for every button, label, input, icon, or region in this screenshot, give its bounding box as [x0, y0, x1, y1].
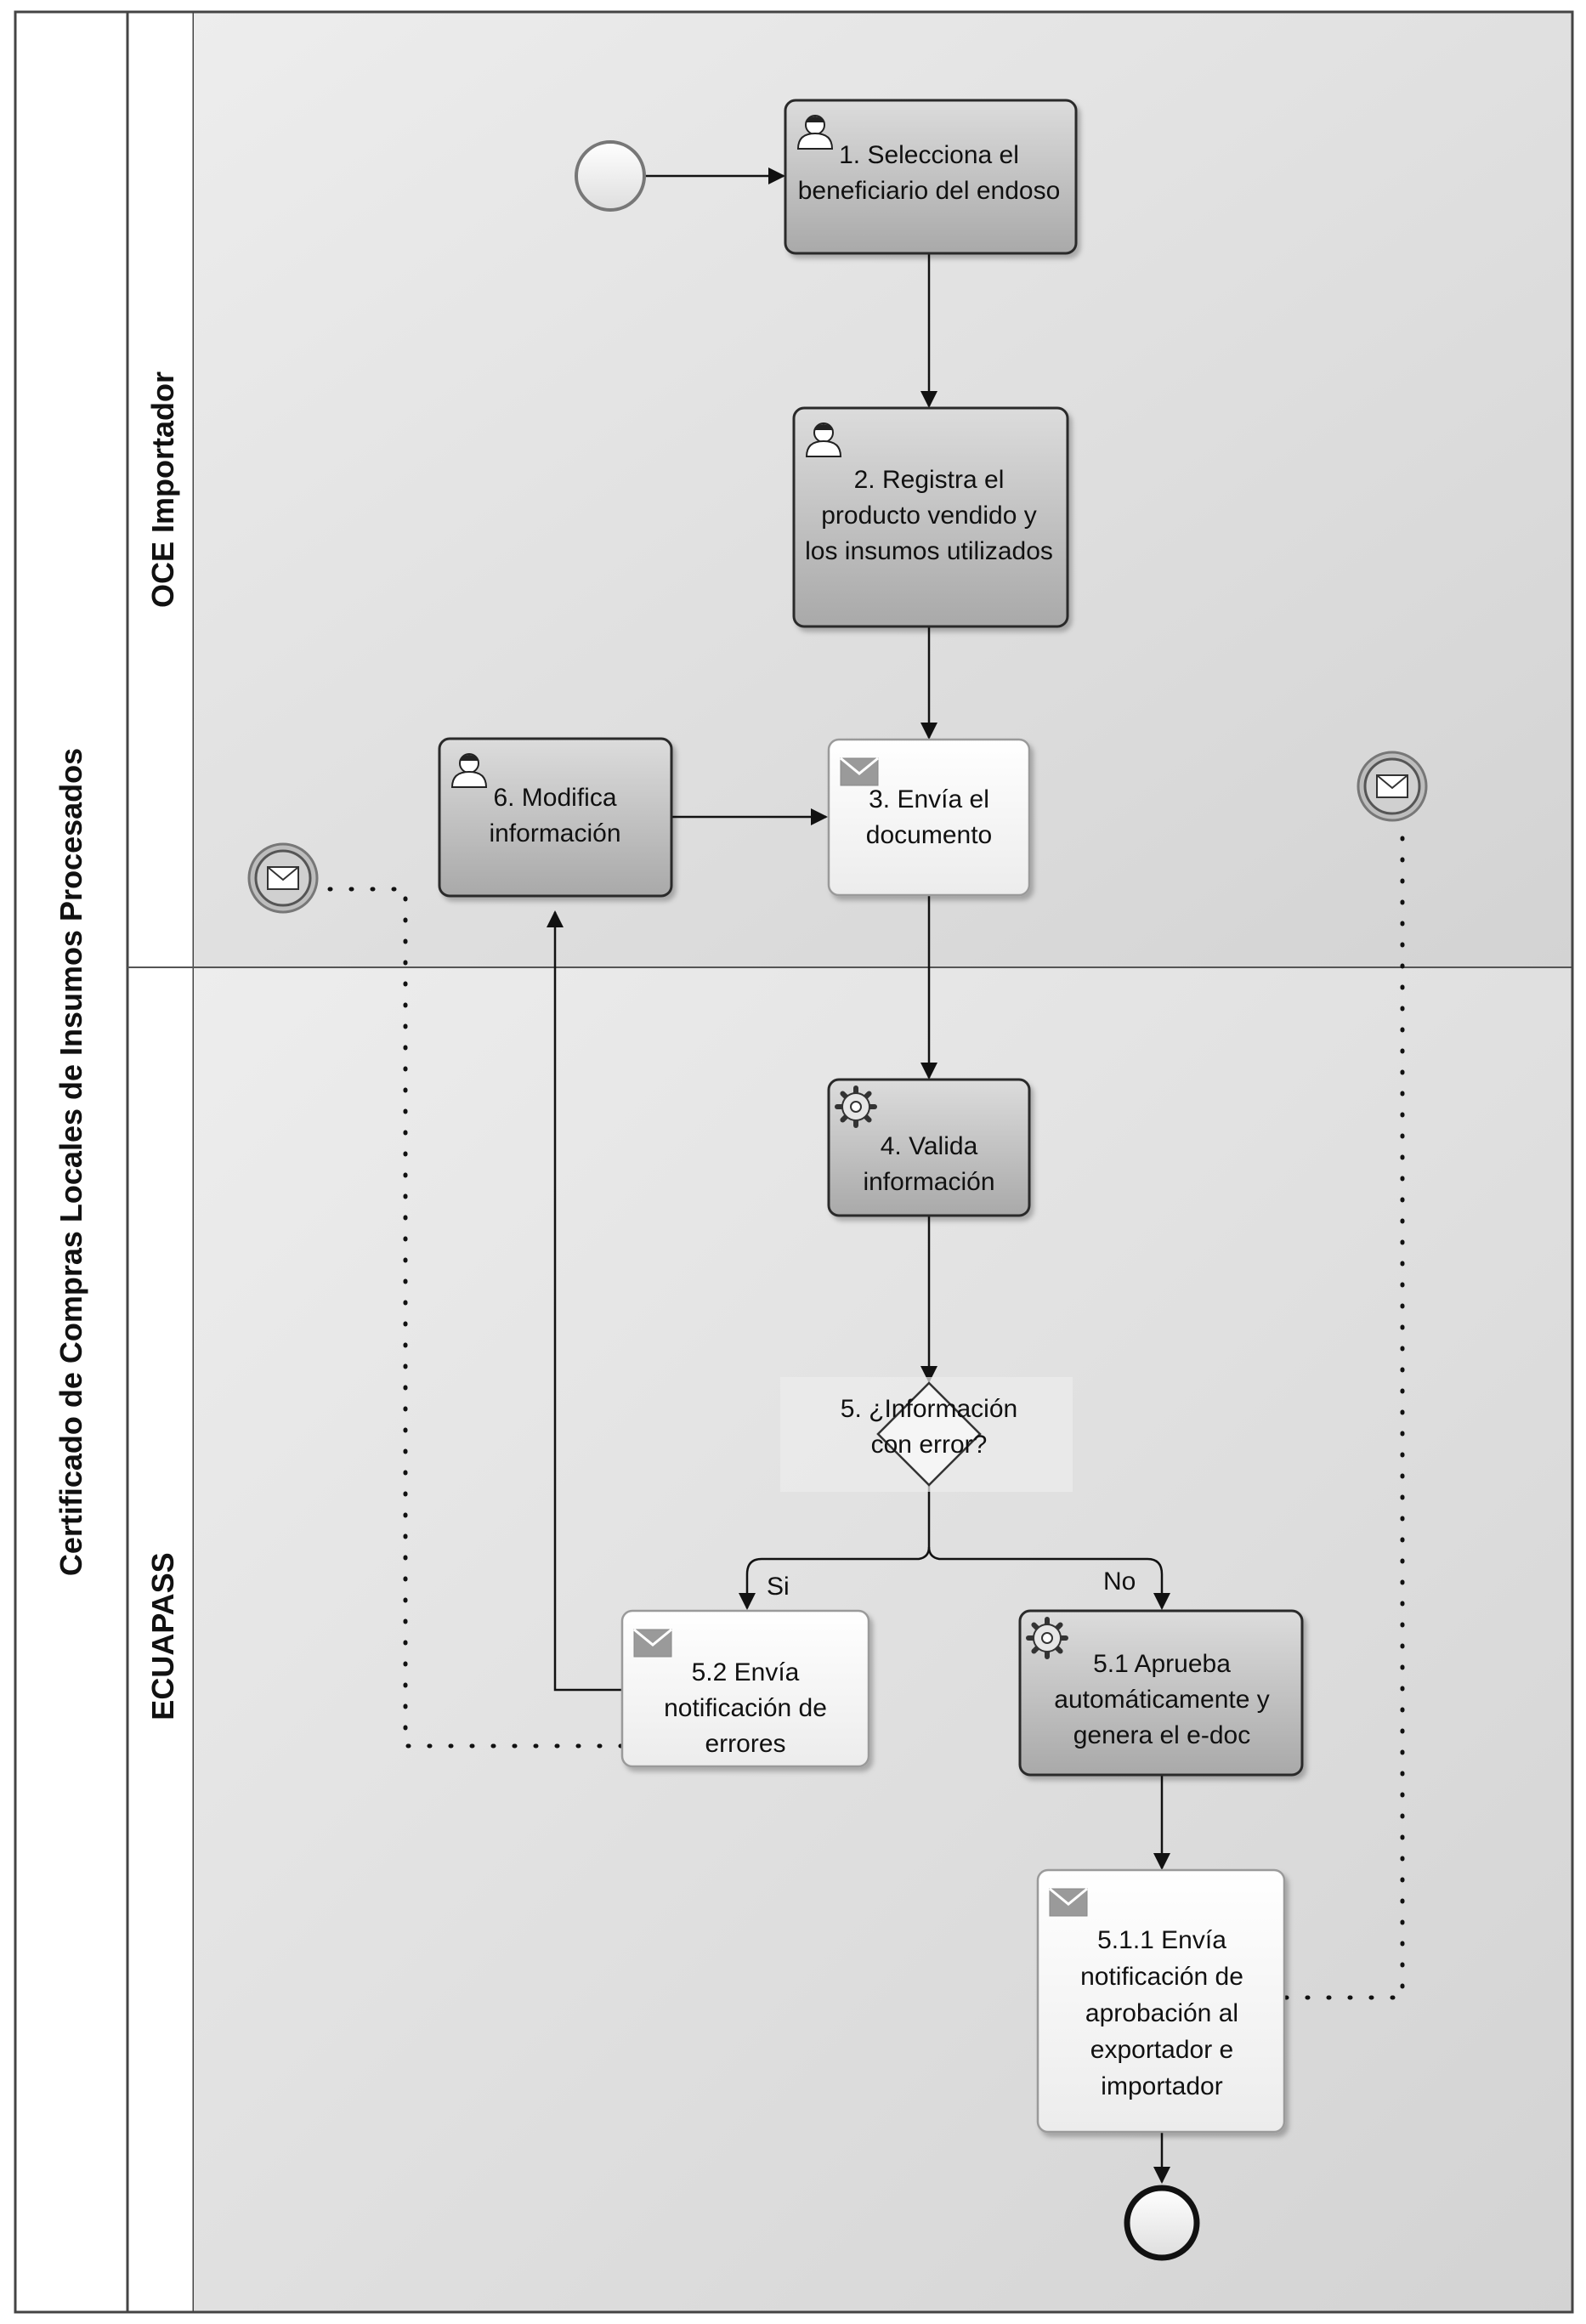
gateway-label-line-1: 5. ¿Información	[841, 1395, 1017, 1423]
task-label-line: 2. Registra el	[854, 466, 1005, 494]
lane-label-ecuapass: ECUAPASS	[145, 1552, 180, 1720]
start-event[interactable]	[575, 140, 646, 212]
envelope-icon	[1376, 774, 1408, 798]
envelope-icon	[1049, 1887, 1088, 1917]
task-label-line: documento	[866, 821, 992, 849]
task-label-line: errores	[705, 1730, 785, 1758]
task-label-line: 3. Envía el	[869, 785, 989, 813]
gateway-informacion-con-error[interactable]: 5. ¿Información con error?	[780, 1377, 1073, 1492]
task-label-line: importador	[1101, 2072, 1222, 2100]
message-event-right[interactable]	[1357, 751, 1428, 822]
task-label-line: beneficiario del endoso	[798, 177, 1061, 205]
task-t51[interactable]: 5.1 Aprueba automáticamente y genera el e-…	[1018, 1609, 1304, 1777]
task-t1[interactable]: 1. Selecciona el beneficiario del endoso	[784, 99, 1078, 255]
flow-label-si: Si	[767, 1573, 790, 1601]
gear-icon	[1026, 1617, 1068, 1659]
task-label-line: aprobación al	[1085, 1999, 1238, 2027]
envelope-icon	[840, 757, 879, 786]
gateway-label-line-2: con error?	[871, 1431, 988, 1459]
user-icon	[796, 115, 834, 150]
task-label-line: 5.1 Aprueba	[1093, 1650, 1231, 1678]
task-label-line: 1. Selecciona el	[839, 141, 1019, 169]
envelope-icon	[633, 1628, 672, 1658]
task-label-line: 5.2 Envía	[692, 1658, 800, 1686]
pool-title: Certificado de Compras Locales de Insumo…	[54, 748, 88, 1576]
sequence-flows	[547, 167, 1170, 2184]
task-label-line: genera el e-doc	[1073, 1721, 1250, 1749]
task-label-line: notificación de	[664, 1694, 827, 1722]
task-label-line: 6. Modifica	[493, 784, 616, 812]
task-label-line: los insumos utilizados	[805, 537, 1053, 565]
flow-label-no: No	[1103, 1567, 1136, 1596]
task-label-line: automáticamente y	[1054, 1686, 1269, 1714]
task-t6[interactable]: 6. Modifica información	[438, 737, 673, 898]
gear-icon	[835, 1085, 877, 1128]
task-label-line: información	[489, 819, 620, 847]
task-t2[interactable]: 2. Registra el producto vendido y los insu…	[792, 406, 1069, 628]
task-label-line: información	[863, 1168, 994, 1196]
lane-label-oce: OCE Importador	[145, 371, 180, 608]
user-icon	[450, 753, 488, 788]
task-label-line: producto vendido y	[821, 502, 1037, 530]
task-t52[interactable]: 5.2 Envía notificación de errores	[620, 1609, 870, 1768]
message-event-left[interactable]	[247, 842, 319, 914]
task-label-line: 4. Valida	[881, 1132, 978, 1160]
envelope-icon	[267, 866, 299, 890]
task-t511[interactable]: 5.1.1 Envía notificación de aprobación al e…	[1036, 1868, 1286, 2134]
task-t3[interactable]: 3. Envía el documento	[827, 738, 1031, 897]
task-t4[interactable]: 4. Valida información	[827, 1078, 1031, 1217]
message-flows	[322, 813, 1405, 2000]
task-label-line: notificación de	[1080, 1963, 1243, 1991]
task-label-line: 5.1.1 Envía	[1097, 1926, 1226, 1954]
task-label-line: exportador e	[1090, 2036, 1233, 2064]
end-event[interactable]	[1124, 2185, 1200, 2261]
user-icon	[805, 422, 842, 457]
